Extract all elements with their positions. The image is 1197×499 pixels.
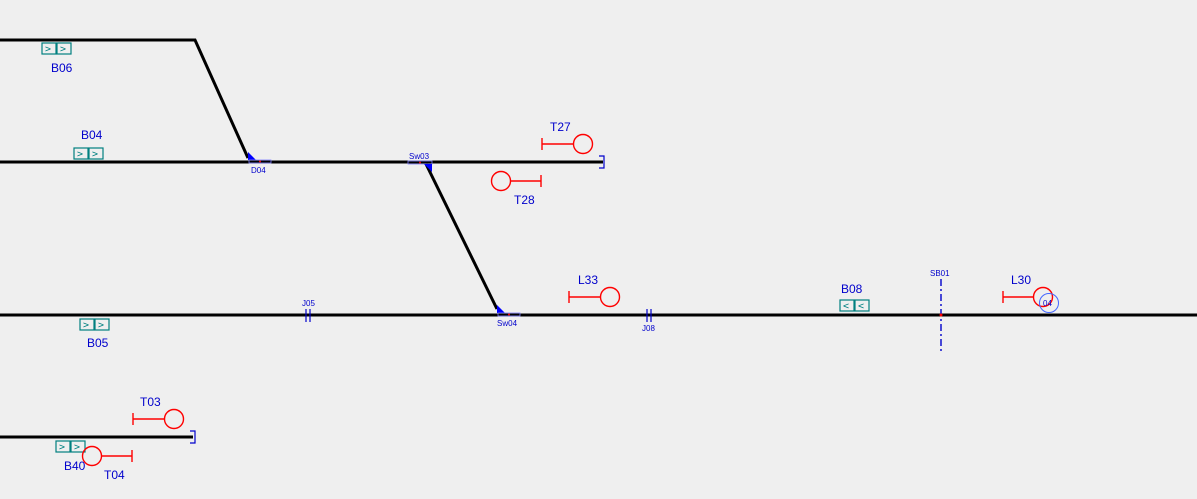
switch-sw03-label: Sw03	[409, 152, 430, 161]
signal-l30-lamp	[1032, 286, 1054, 308]
track-crossover-sw03-sw04[interactable]	[424, 163, 499, 310]
signal-t04-lamp	[81, 445, 103, 467]
block-b06[interactable]: > > B06	[41, 42, 73, 75]
signal-t28-label: T28	[514, 193, 535, 207]
block-b05-arrow-2: >	[98, 320, 104, 331]
block-b05[interactable]: > > B05	[79, 318, 110, 350]
signal-l33-lamp	[599, 286, 621, 308]
signal-t27[interactable]: T27	[541, 120, 594, 155]
block-b04-arrow-2: >	[92, 149, 98, 160]
signal-l30[interactable]: L30	[1002, 273, 1054, 308]
buffer-stop-b04	[599, 155, 605, 169]
block-b40-arrow-1: >	[59, 442, 65, 453]
signal-t03[interactable]: T03	[132, 395, 185, 430]
block-b06-arrow-1: >	[45, 44, 51, 55]
signal-t04[interactable]: T04	[81, 445, 133, 483]
signal-t28-lamp	[490, 170, 512, 192]
block-b08-arrow-1: <	[843, 301, 849, 312]
block-b08-arrow-2: <	[858, 301, 864, 312]
tracks	[0, 38, 1197, 439]
block-b04-label: B04	[81, 128, 103, 142]
joint-j08-label: J08	[642, 324, 655, 333]
signal-t03-lamp	[163, 408, 185, 430]
block-b06-label: B06	[51, 61, 73, 75]
block-b04[interactable]: B04 > >	[73, 128, 104, 160]
switch-d04[interactable]: D04	[248, 152, 272, 175]
signal-t27-label: T27	[550, 120, 571, 134]
signal-l30-label: L30	[1011, 273, 1031, 287]
joint-j05-label: J05	[302, 299, 315, 308]
joint-j05[interactable]: J05	[302, 299, 315, 322]
joint-j08[interactable]: J08	[642, 309, 655, 333]
block-b40-label: B40	[64, 459, 86, 473]
block-b04-arrow-1: >	[77, 149, 83, 160]
block-b05-label: B05	[87, 336, 109, 350]
block-b05-arrow-1: >	[83, 320, 89, 331]
signal-t04-label: T04	[104, 468, 125, 482]
signal-l33[interactable]: L33	[568, 273, 621, 308]
section-boundary-sb01-label: SB01	[930, 269, 950, 278]
switch-d04-label: D04	[251, 166, 266, 175]
position-marker[interactable]: 04	[1039, 293, 1059, 313]
block-b40-arrow-2: >	[74, 442, 80, 453]
switch-sw04[interactable]: Sw04	[497, 305, 521, 328]
signal-t28[interactable]: T28	[490, 170, 542, 208]
section-boundary-sb01[interactable]: SB01	[930, 269, 950, 352]
signal-t03-label: T03	[140, 395, 161, 409]
block-b06-arrow-2: >	[60, 44, 66, 55]
buffer-stop-b40	[190, 430, 196, 444]
block-b08[interactable]: B08 < <	[839, 282, 870, 312]
switch-sw04-label: Sw04	[497, 319, 518, 328]
signal-l33-label: L33	[578, 273, 598, 287]
block-b08-label: B08	[841, 282, 863, 296]
block-b40[interactable]: > > B40	[55, 440, 86, 473]
switch-sw03[interactable]: Sw03	[407, 152, 433, 172]
position-marker-label: 04	[1043, 299, 1052, 308]
track-b06[interactable]	[0, 38, 250, 159]
signal-t27-lamp	[572, 133, 594, 155]
